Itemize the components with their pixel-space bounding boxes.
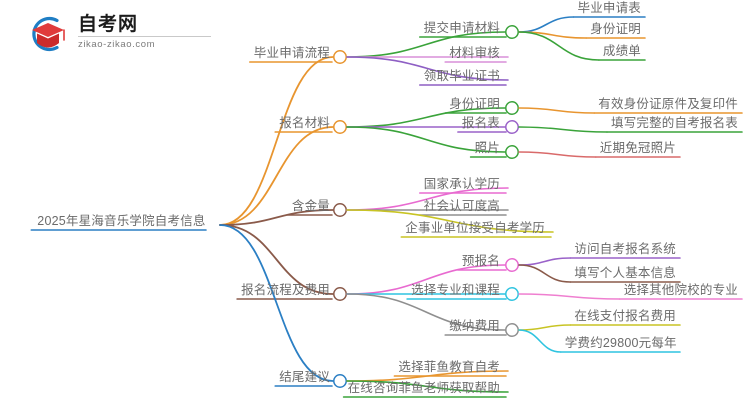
mindmap-node-dot[interactable] (333, 374, 347, 388)
mindmap-child-label[interactable]: 企事业单位接受自考学历 (405, 221, 545, 235)
mindmap-connector (518, 107, 596, 114)
mindmap-child-label[interactable]: 材料审核 (449, 46, 500, 60)
mindmap-connector (518, 324, 572, 331)
mindmap-branch-label[interactable]: 结尾建议 (279, 370, 330, 384)
mindmap-connector (346, 264, 506, 295)
mindmap-node-dot[interactable] (333, 287, 347, 301)
mindmap-connector (219, 126, 334, 226)
mindmap-grandchild-label[interactable]: 身份证明 (590, 22, 641, 36)
mindmap-connector (346, 293, 506, 331)
mindmap-grandchild-label[interactable]: 学费约29800元每年 (564, 336, 677, 350)
mindmap-grandchild-label[interactable]: 填写完整的自考报名表 (611, 116, 739, 130)
mindmap-connector (346, 31, 506, 58)
mindmap-node-dot[interactable] (505, 258, 519, 272)
mindmap-connector (219, 209, 334, 226)
mindmap-node-dot[interactable] (505, 101, 519, 115)
mindmap-connector (518, 126, 608, 133)
mindmap-node-dot[interactable] (333, 50, 347, 64)
mindmap-connector (219, 56, 334, 226)
logo-domain: zikao-zikao.com (78, 39, 156, 50)
mindmap-grandchild-label[interactable]: 访问自考报名系统 (574, 242, 676, 256)
mindmap-child-label[interactable]: 身份证明 (449, 97, 500, 111)
mindmap-connector (518, 151, 597, 158)
graduation-cap-arc-logo-icon (32, 16, 65, 52)
mindmap-node-dot[interactable] (505, 287, 519, 301)
mindmap-node-dot[interactable] (505, 323, 519, 337)
mindmap-connector (518, 264, 572, 283)
mindmap-node-dot[interactable] (333, 203, 347, 217)
mindmap-connector (518, 31, 600, 61)
mindmap-connector (346, 187, 509, 211)
mindmap-child-label[interactable]: 照片 (474, 141, 500, 155)
mindmap-connector (346, 209, 554, 233)
mindmap-branch-label[interactable]: 报名流程及费用 (241, 283, 330, 297)
mindmap-connector (518, 329, 562, 353)
mindmap-node-dot[interactable] (505, 145, 519, 159)
mindmap-grandchild-label[interactable]: 毕业申请表 (577, 1, 642, 15)
mindmap-node-dot[interactable] (505, 120, 519, 134)
mindmap-child-label[interactable]: 缴纳费用 (449, 319, 500, 333)
mindmap-connector (518, 16, 575, 33)
mindmap-child-label[interactable]: 国家承认学历 (423, 177, 500, 191)
mindmap-grandchild-label[interactable]: 在线支付报名费用 (574, 309, 676, 323)
mindmap-connector (518, 257, 572, 266)
site-logo: 自考网 zikao-zikao.com (26, 12, 216, 56)
mindmap-grandchild-label[interactable]: 有效身份证原件及复印件 (598, 97, 738, 111)
mindmap-connector (346, 380, 509, 393)
mindmap-connector (346, 126, 506, 153)
logo-title: 自考网 (78, 14, 139, 35)
mindmap-child-label[interactable]: 社会认可度高 (423, 199, 500, 213)
mindmap-child-label[interactable]: 选择菲鱼教育自考 (398, 360, 500, 374)
mindmap-child-label[interactable]: 在线咨询菲鱼老师获取帮助 (347, 381, 500, 395)
mindmap-child-label[interactable]: 预报名 (461, 254, 500, 268)
mindmap-branch-label[interactable]: 毕业申请流程 (253, 46, 330, 60)
logo-divider (78, 36, 211, 37)
mindmap-node-dot[interactable] (505, 25, 519, 39)
logo-text: 自考网 zikao-zikao.com (78, 14, 213, 50)
mindmap-grandchild-label[interactable]: 近期免冠照片 (599, 141, 676, 155)
mindmap-child-label[interactable]: 选择专业和课程 (411, 283, 500, 297)
mindmap-root-label[interactable]: 2025年星海音乐学院自考信息 (37, 214, 206, 228)
mindmap-grandchild-label[interactable]: 成绩单 (602, 44, 641, 58)
mindmap-branch-label[interactable]: 含金量 (291, 199, 330, 213)
mindmap-connector (219, 224, 334, 382)
mindmap-child-label[interactable]: 领取毕业证书 (423, 69, 500, 83)
mindmap-branch-label[interactable]: 报名材料 (279, 116, 330, 130)
mindmap-grandchild-label[interactable]: 选择其他院校的专业 (623, 283, 738, 297)
mindmap-connector (219, 224, 334, 295)
mindmap-child-label[interactable]: 报名表 (461, 116, 500, 130)
mindmap-node-dot[interactable] (333, 120, 347, 134)
mindmap-connector (346, 56, 509, 81)
mindmap-child-label[interactable]: 提交申请材料 (423, 21, 500, 35)
mindmap-connector (518, 293, 621, 300)
mindmap-grandchild-label[interactable]: 填写个人基本信息 (574, 266, 676, 280)
